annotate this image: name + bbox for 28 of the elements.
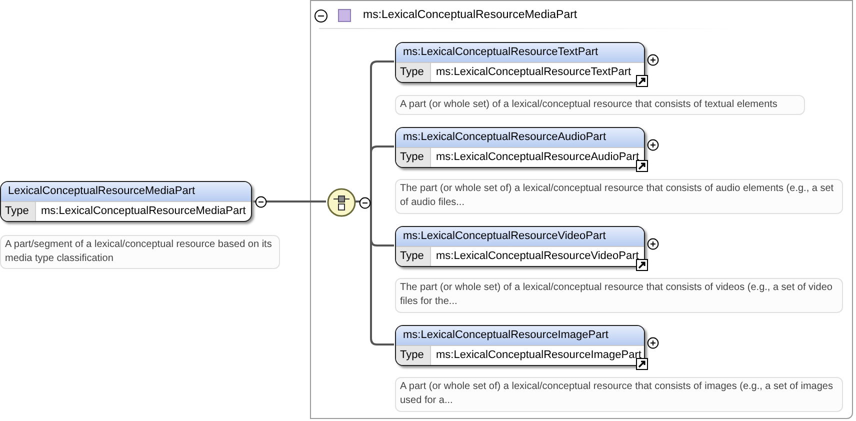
element-name: ms:LexicalConceptualResourceVideoPart [396, 227, 644, 247]
description-note: A part/segment of a lexical/conceptual resource based on its media type classification [0, 235, 280, 269]
description-note: The part (or whole set of) a lexical/conceptual resource that consists of audio elements (e.g., a set of audio files... [395, 179, 843, 214]
element-box [395, 42, 645, 83]
description-note: The part (or whole set) of a lexical/conceptual resource that consists of videos (e.g., a set of video files for the... [395, 278, 843, 313]
element-box [0, 181, 252, 222]
element-box [395, 127, 645, 168]
element-name: ms:LexicalConceptualResourceAudioPart [396, 128, 644, 148]
complex-type-panel [310, 0, 853, 419]
type-value: ms:LexicalConceptualResourceMediaPart [40, 204, 246, 219]
type-label: Type [396, 63, 431, 82]
type-label: Type [396, 148, 431, 167]
element-name: ms:LexicalConceptualResourceImagePart [396, 326, 644, 346]
type-label: Type [396, 346, 431, 365]
type-value: ms:LexicalConceptualResourceImagePart [435, 348, 642, 363]
element-box [395, 226, 645, 267]
connector-line [252, 200, 326, 202]
type-value: ms:LexicalConceptualResourceVideoPart [435, 249, 639, 264]
element-name: LexicalConceptualResourceMediaPart [1, 182, 251, 202]
type-label: Type [1, 202, 36, 221]
type-value: ms:LexicalConceptualResourceAudioPart [435, 150, 639, 165]
element-name: ms:LexicalConceptualResourceTextPart [396, 43, 644, 63]
type-value: ms:LexicalConceptualResourceTextPart [435, 65, 632, 80]
description-note: A part (or whole set) of a lexical/conceptual resource that consists of textual elements [395, 95, 805, 115]
description-note: A part (or whole set of) a lexical/conceptual resource that consists of images (e.g., a set of images used for a... [395, 377, 843, 412]
type-name: ms:LexicalConceptualResourceMediaPart [363, 9, 578, 21]
type-label: Type [396, 247, 431, 266]
element-box [395, 325, 645, 366]
